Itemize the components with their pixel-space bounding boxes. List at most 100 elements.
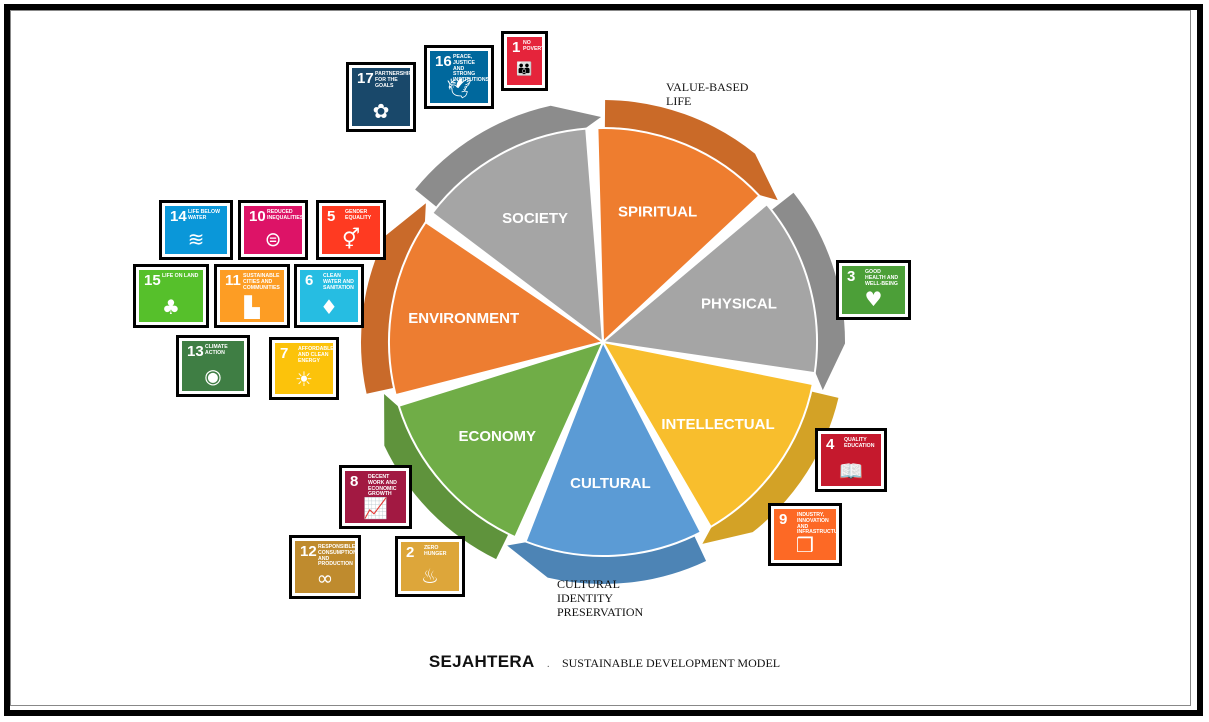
wheel-segment-physical: PHYSICAL — [600, 192, 845, 391]
heartbeat-icon: ♥ — [864, 287, 883, 311]
sdg-5-number: 5 — [327, 208, 336, 225]
equal-icon: ⊜ — [264, 227, 282, 251]
sdg-15-number: 15 — [144, 272, 161, 289]
note-line: CULTURAL — [557, 577, 620, 591]
wheel-segment-environment: ENVIRONMENT — [361, 203, 606, 397]
sdg-6-number: 6 — [305, 272, 314, 289]
segment-wedge — [600, 202, 818, 375]
sdg-1-title: No poverty — [523, 40, 542, 52]
footer-model-title: SUSTAINABLE DEVELOPMENT MODEL — [561, 656, 781, 670]
sdg-12-panel: 12 Responsible consumption and productio… — [295, 541, 355, 593]
segment-label: PHYSICAL — [701, 295, 777, 312]
growth-chart-icon: 📈 — [363, 496, 388, 520]
sdg-10-tile: 10 Reduced inequalities ⊜ — [238, 200, 308, 260]
wheel-segment-society: SOCIETY — [415, 105, 605, 345]
value-based-life-note: VALUE-BASED LIFE — [666, 80, 748, 108]
sdg-2-title: Zero hunger — [424, 545, 447, 557]
note-line: IDENTITY — [557, 591, 613, 605]
sdg-9-panel: 9 Industry, innovation and infrastructur… — [774, 509, 836, 560]
sdg-12-tile: 12 Responsible consumption and productio… — [289, 535, 361, 599]
sdg-13-panel: 13 Climate action ◉ — [182, 341, 244, 391]
infinity-icon: ∞ — [316, 566, 334, 590]
sdg-10-title: Reduced inequalities — [267, 209, 302, 221]
sdg-15-panel: 15 Life on land ♣ — [139, 270, 203, 322]
sdg-16-title: Peace, justice and strong institutions — [453, 54, 488, 84]
sdg-8-tile: 8 Decent work and economic growth 📈 — [339, 465, 412, 529]
note-line: VALUE-BASED — [666, 80, 749, 94]
fish-icon: ≋ — [187, 227, 205, 251]
sdg-13-tile: 13 Climate action ◉ — [176, 335, 250, 397]
sdg-16-panel: 16 Peace, justice and strong institution… — [430, 51, 488, 103]
segment-label: SPIRITUAL — [618, 204, 697, 221]
segment-wedge — [388, 220, 606, 397]
cultural-identity-preservation-note: CULTURAL IDENTITY PRESERVATION — [557, 577, 643, 619]
sdg-11-number: 11 — [225, 272, 241, 289]
sdg-12-number: 12 — [300, 543, 317, 560]
sdg-3-panel: 3 Good health and well-being ♥ — [842, 266, 905, 314]
sdg-1-tile: 1 No poverty 👪 — [501, 31, 548, 91]
sdg-6-tile: 6 Clean water and sanitation ♦ — [294, 264, 364, 328]
footer-caption: SEJAHTERA . SUSTAINABLE DEVELOPMENT MODE… — [0, 652, 1209, 672]
sdg-14-number: 14 — [170, 208, 187, 225]
note-line: PRESERVATION — [557, 605, 644, 619]
buildings-icon: ▙ — [244, 295, 260, 319]
sdg-6-panel: 6 Clean water and sanitation ♦ — [300, 270, 358, 322]
sdg-6-title: Clean water and sanitation — [323, 273, 354, 291]
sdg-7-panel: 7 Affordable and clean energy ☀ — [275, 343, 333, 394]
footer-separator: . — [547, 659, 550, 670]
sdg-15-title: Life on land — [162, 273, 199, 279]
bowl-icon: ♨ — [421, 564, 439, 588]
sdg-16-number: 16 — [435, 53, 452, 70]
eye-globe-icon: ◉ — [204, 364, 222, 388]
wheel-segment-cultural: CULTURAL — [507, 339, 707, 584]
sdg-16-tile: 16 Peace, justice and strong institution… — [424, 45, 494, 109]
wheel-segment-economy: ECONOMY — [384, 340, 605, 560]
sdg-7-title: Affordable and clean energy — [298, 346, 333, 364]
note-line: LIFE — [666, 94, 692, 108]
sdg-14-tile: 14 Life below water ≋ — [159, 200, 233, 260]
segment-label: INTELLECTUAL — [661, 416, 774, 433]
dove-icon: 🕊 — [446, 76, 472, 100]
sun-icon: ☀ — [295, 367, 313, 391]
sdg-13-number: 13 — [187, 343, 204, 360]
sdg-11-title: Sustainable cities and communities — [243, 273, 280, 291]
segment-wedge — [430, 127, 605, 345]
wheel-segment-intellectual: INTELLECTUAL — [601, 340, 839, 544]
tree-icon: ♣ — [162, 295, 180, 319]
sdg-17-title: Partnerships for the goals — [375, 71, 410, 89]
sdg-12-title: Responsible consumption and production — [318, 544, 355, 568]
sdg-2-number: 2 — [406, 544, 415, 561]
sdg-4-number: 4 — [826, 436, 835, 453]
inner-frame — [10, 10, 1191, 706]
sdg-14-title: Life below water — [188, 209, 220, 221]
book-icon: 📖 — [838, 459, 864, 483]
sdg-1-panel: 1 No poverty 👪 — [507, 37, 542, 85]
sdg-7-tile: 7 Affordable and clean energy ☀ — [269, 337, 339, 400]
segment-label: ENVIRONMENT — [408, 310, 519, 327]
sdg-9-tile: 9 Industry, innovation and infrastructur… — [768, 503, 842, 566]
sdg-7-number: 7 — [280, 345, 289, 362]
sdg-15-tile: 15 Life on land ♣ — [133, 264, 209, 328]
sdg-8-number: 8 — [350, 473, 359, 490]
sdg-17-tile: 17 Partnerships for the goals ✿ — [346, 62, 416, 132]
sdg-8-panel: 8 Decent work and economic growth 📈 — [345, 471, 406, 523]
sdg-14-panel: 14 Life below water ≋ — [165, 206, 227, 254]
sdg-11-panel: 11 Sustainable cities and communities ▙ — [220, 270, 284, 322]
sdg-3-number: 3 — [847, 268, 856, 285]
sdg-11-tile: 11 Sustainable cities and communities ▙ — [214, 264, 290, 328]
sdg-8-title: Decent work and economic growth — [368, 474, 397, 498]
segment-wedge — [397, 340, 605, 539]
wheel-segment-spiritual: SPIRITUAL — [596, 100, 778, 345]
sdg-5-tile: 5 Gender equality ⚥ — [316, 200, 386, 260]
segment-label: ECONOMY — [458, 428, 536, 445]
sdg-5-panel: 5 Gender equality ⚥ — [322, 206, 380, 254]
sdg-4-title: Quality education — [844, 437, 875, 449]
sdg-13-title: Climate action — [205, 344, 228, 356]
sdg-3-tile: 3 Good health and well-being ♥ — [836, 260, 911, 320]
sdg-1-number: 1 — [512, 39, 521, 56]
segment-label: SOCIETY — [502, 210, 568, 227]
segment-wedge — [524, 339, 703, 557]
segment-wedge — [596, 127, 761, 345]
people-icon: 👪 — [516, 62, 533, 77]
